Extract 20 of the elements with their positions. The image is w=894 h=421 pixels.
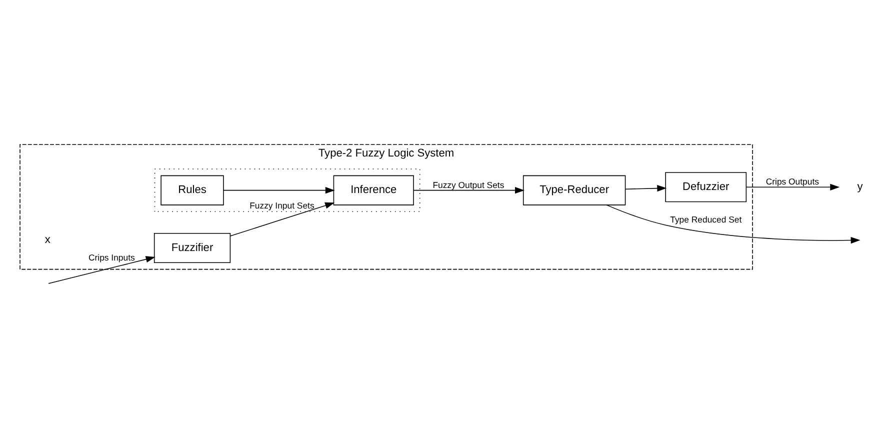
node-box: Inference bbox=[332, 174, 414, 205]
node-text: y bbox=[856, 180, 862, 193]
arrow bbox=[222, 186, 334, 194]
node-box: Defuzzier bbox=[664, 172, 746, 202]
arrow bbox=[412, 186, 524, 194]
edge-label: Crips Outputs bbox=[765, 176, 818, 186]
edge-label: Type Reduced Set bbox=[670, 214, 742, 224]
arrow bbox=[48, 256, 155, 284]
cluster bbox=[154, 168, 420, 212]
node-box: Type-Reducer bbox=[522, 174, 626, 205]
edge-label: Crips Inputs bbox=[88, 252, 134, 262]
arrow bbox=[624, 184, 666, 192]
arrow bbox=[606, 204, 860, 244]
node-box: Rules bbox=[160, 174, 224, 205]
arrow bbox=[229, 202, 334, 236]
node-box: Fuzzifier bbox=[153, 232, 230, 262]
arrow bbox=[745, 183, 840, 190]
edge-label: Fuzzy Output Sets bbox=[432, 179, 504, 190]
edge-label: Fuzzy Input Sets bbox=[249, 200, 314, 210]
label: x bbox=[44, 234, 50, 246]
